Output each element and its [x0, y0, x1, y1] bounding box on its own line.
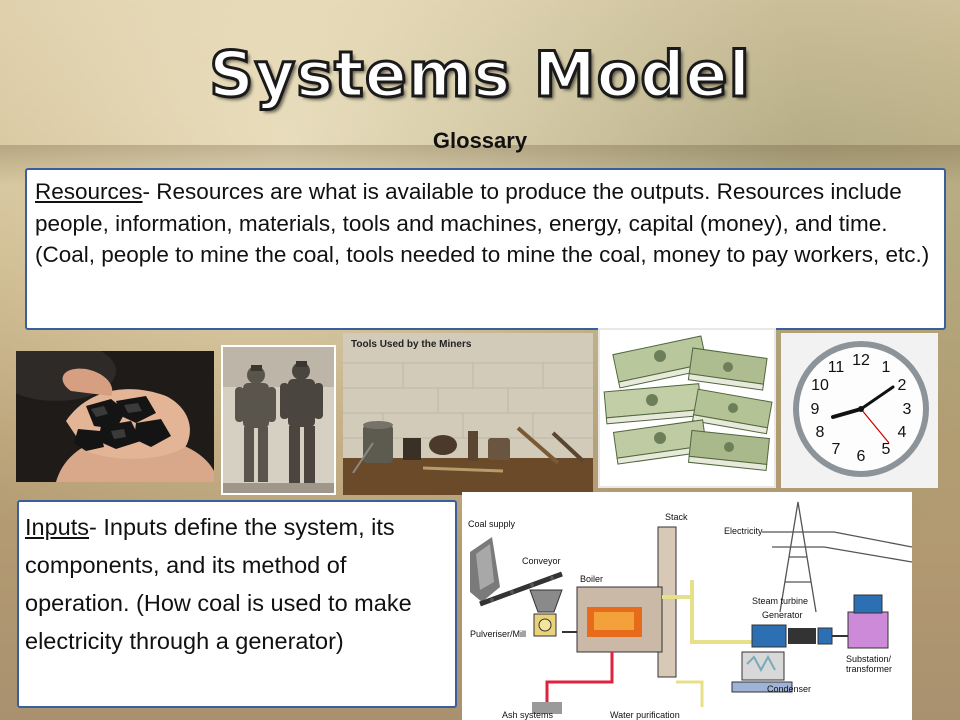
clock-numeral-6: 6	[857, 448, 866, 465]
wall-clock-image: 12 1 2 3 4 5 6 7 8 9 10 11	[781, 333, 938, 488]
inputs-term: Inputs	[25, 514, 90, 540]
coal-in-hands-image	[16, 351, 214, 482]
diagram-label-steam-turbine: Steam turbine	[752, 596, 808, 606]
glossary-heading: Glossary	[432, 128, 528, 153]
inputs-definition-box: Inputs- Inputs define the system, its co…	[17, 500, 457, 708]
inputs-definition: - Inputs define the system, its componen…	[25, 514, 412, 654]
clock-numeral-9: 9	[811, 401, 820, 418]
tools-caption: Tools Used by the Miners	[351, 339, 472, 350]
diagram-label-boiler: Boiler	[580, 574, 603, 584]
diagram-label-stack: Stack	[665, 512, 688, 522]
coal-miners-photo	[221, 345, 336, 495]
clock-numeral-3: 3	[903, 401, 912, 418]
clock-numeral-12: 12	[852, 352, 870, 369]
diagram-label-condenser: Condenser	[767, 684, 811, 694]
clock-numeral-11: 11	[828, 359, 845, 376]
money-stacks-image	[598, 328, 776, 488]
diagram-label-pulveriser: Pulveriser/Mill	[470, 629, 526, 639]
clock-numeral-8: 8	[816, 424, 825, 441]
slide-title: Systems Model	[208, 37, 752, 113]
clock-numeral-2: 2	[898, 377, 907, 394]
miners-tools-photo: Tools Used by the Miners	[343, 333, 593, 495]
coal-power-plant-diagram: Coal supply Conveyor Stack Electricity B…	[462, 492, 912, 720]
clock-numeral-10: 10	[811, 377, 829, 394]
clock-numeral-7: 7	[832, 441, 841, 458]
resources-definition-box: Resources- Resources are what is availab…	[25, 168, 946, 330]
clock-numeral-1: 1	[882, 359, 891, 376]
diagram-label-generator: Generator	[762, 610, 803, 620]
clock-numeral-4: 4	[898, 424, 907, 441]
diagram-label-substation: Substation/	[846, 654, 892, 664]
clock-numeral-5: 5	[882, 441, 891, 458]
resources-term: Resources	[35, 179, 143, 204]
diagram-label-conveyor: Conveyor	[522, 556, 561, 566]
diagram-label-electricity: Electricity	[724, 526, 763, 536]
diagram-label-ash-systems: Ash systems	[502, 710, 554, 720]
diagram-label-water-purification: Water purification	[610, 710, 680, 720]
diagram-label-transformer: transformer	[846, 664, 892, 674]
resources-definition: - Resources are what is available to pro…	[35, 179, 930, 267]
diagram-label-coal-supply: Coal supply	[468, 519, 516, 529]
